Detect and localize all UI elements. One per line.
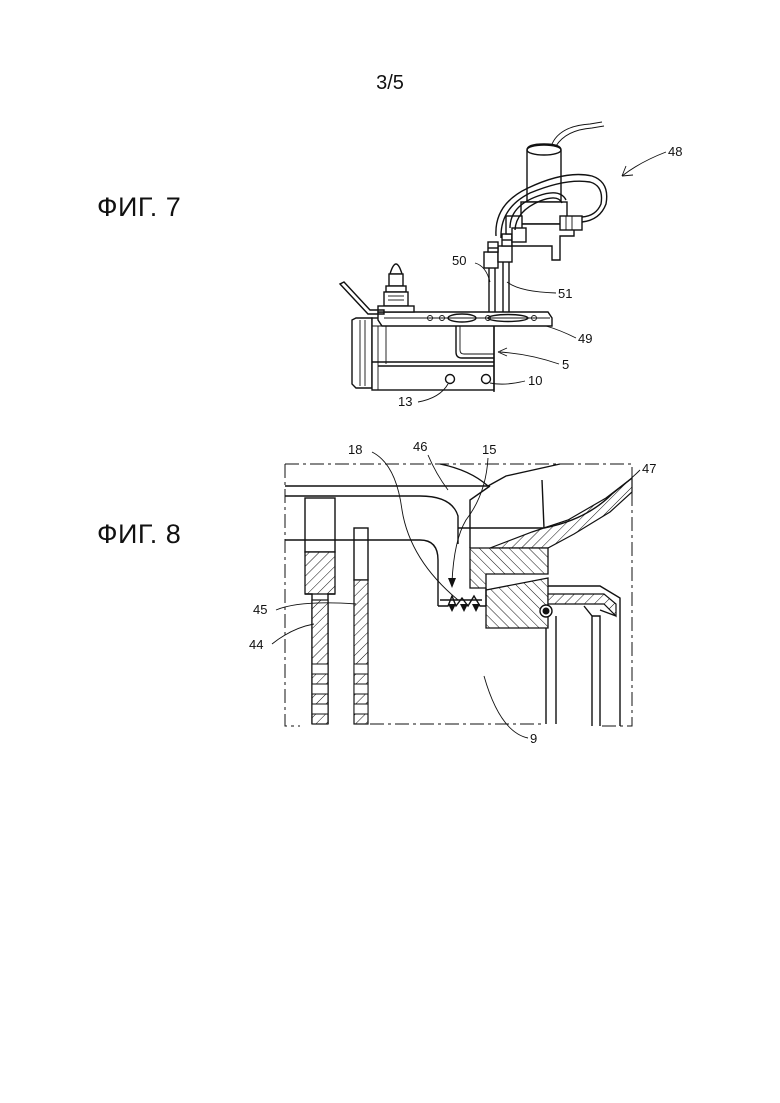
nozzle-assembly [438,548,548,628]
leader-18 [372,452,458,600]
ref-18: 18 [348,442,362,457]
ref-9: 9 [530,731,537,746]
ref-5: 5 [562,357,569,372]
leader-48 [622,152,666,176]
ref-13: 13 [398,394,412,409]
left-wall-members [305,498,368,724]
electrode-plug [340,264,414,314]
ref-50: 50 [452,253,466,268]
leader-44 [272,624,314,644]
leader-9 [484,676,528,738]
leader-51 [507,282,556,293]
ref-44: 44 [249,637,263,652]
ref-48: 48 [668,144,682,159]
figure-7-drawing: 48 50 51 49 5 10 13 [340,122,682,409]
leader-49 [546,326,576,338]
mounting-plate [378,312,552,326]
valve-unit [496,122,607,260]
right-housing [540,586,620,726]
ref-47: 47 [642,461,656,476]
leader-5 [500,352,559,364]
ref-10: 10 [528,373,542,388]
ref-15: 15 [482,442,496,457]
leader-46 [428,455,448,490]
arrow-15 [448,578,456,588]
ref-45: 45 [253,602,267,617]
ref-51: 51 [558,286,572,301]
ref-46: 46 [413,439,427,454]
ref-49: 49 [578,331,592,346]
gas-tubes [484,234,512,312]
burner-block [352,318,494,392]
leader-10 [490,381,525,384]
figure-8-drawing: 18 46 15 47 45 44 9 [249,439,656,746]
